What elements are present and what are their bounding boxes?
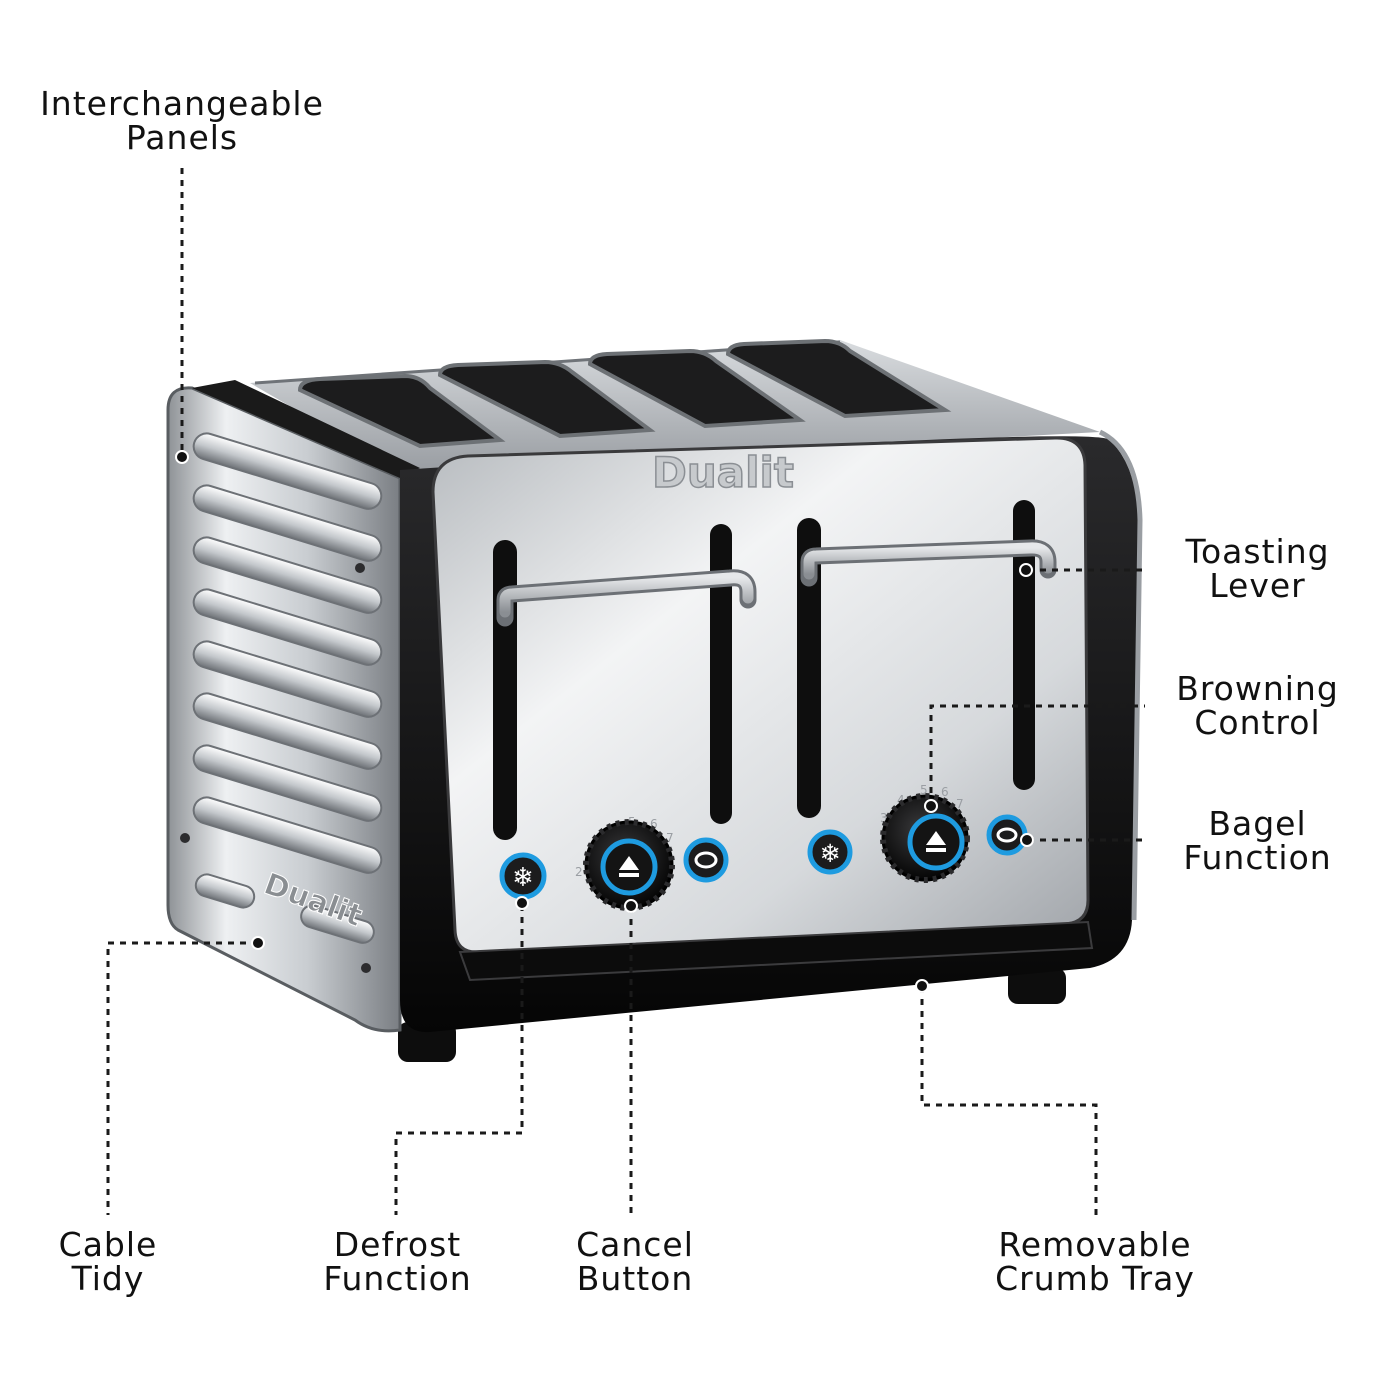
bagel-button-right[interactable]: [986, 814, 1028, 856]
leader-browning-control: [929, 704, 1145, 805]
crumb-tray[interactable]: [458, 920, 1094, 982]
svg-text:7: 7: [956, 797, 964, 811]
svg-text:6: 6: [941, 785, 949, 799]
leader-defrost-function: [394, 905, 524, 1215]
callout-browning-control: Browning Control: [1155, 672, 1360, 740]
callout-cable-tidy: Cable Tidy: [33, 1228, 183, 1296]
callout-toasting-lever: Toasting Lever: [1160, 535, 1355, 603]
callout-line: Toasting: [1185, 532, 1330, 571]
toasting-lever-right[interactable]: [800, 539, 1057, 587]
snowflake-icon: ❄: [820, 839, 841, 868]
callout-line: Interchangeable: [40, 84, 324, 123]
callout-line: Cancel: [576, 1225, 694, 1264]
leader-removable-crumb-tray: [920, 987, 1098, 1215]
callout-line: Function: [323, 1259, 472, 1298]
front-left-foot: [398, 1022, 456, 1062]
cancel-button-right[interactable]: [907, 813, 965, 871]
defrost-button-left[interactable]: ❄: [499, 852, 547, 900]
eject-icon: [926, 831, 946, 852]
callout-line: Defrost: [333, 1225, 462, 1264]
dial-scale-right: 3 4 5 6 7: [880, 783, 964, 825]
bread-slots: [297, 338, 952, 449]
callout-line: Removable: [998, 1225, 1192, 1264]
callout-defrost-function: Defrost Function: [300, 1228, 495, 1296]
callout-line: Lever: [1209, 566, 1306, 605]
callout-interchangeable-panels: Interchangeable Panels: [22, 87, 342, 155]
front-logo: Dualit: [652, 448, 794, 497]
svg-text:7: 7: [666, 831, 674, 845]
defrost-button-right[interactable]: ❄: [807, 829, 853, 875]
bagel-icon: [694, 851, 718, 869]
callout-line: Panels: [125, 118, 239, 157]
snowflake-icon: ❄: [512, 863, 534, 893]
toasting-lever-left[interactable]: [496, 569, 757, 627]
svg-text:2: 2: [575, 865, 583, 879]
callout-line: Button: [576, 1259, 694, 1298]
svg-text:4: 4: [897, 793, 905, 807]
callout-line: Bagel: [1208, 804, 1307, 843]
svg-text:3: 3: [880, 811, 888, 825]
callout-leaders: [106, 168, 1145, 1215]
side-panel-ribs: [192, 432, 383, 944]
callout-bagel-function: Bagel Function: [1160, 807, 1355, 875]
panel-screws: [180, 563, 371, 973]
svg-text:5: 5: [920, 783, 928, 797]
callout-removable-crumb-tray: Removable Crumb Tray: [975, 1228, 1215, 1296]
callout-line: Function: [1183, 838, 1332, 877]
callout-line: Control: [1194, 703, 1321, 742]
callout-line: Tidy: [71, 1259, 145, 1298]
callout-line: Browning: [1176, 669, 1339, 708]
cancel-button-left[interactable]: [600, 838, 658, 896]
callout-line: Cable: [58, 1225, 158, 1264]
bagel-icon: [996, 827, 1018, 843]
callout-dots: [175, 450, 1034, 993]
callout-cancel-button: Cancel Button: [545, 1228, 725, 1296]
bagel-button-left[interactable]: [683, 837, 729, 883]
callout-line: Crumb Tray: [995, 1259, 1195, 1298]
leader-cable-tidy: [106, 941, 258, 1215]
svg-text:6: 6: [650, 817, 658, 831]
front-right-foot: [1008, 968, 1066, 1004]
eject-icon: [619, 856, 639, 877]
